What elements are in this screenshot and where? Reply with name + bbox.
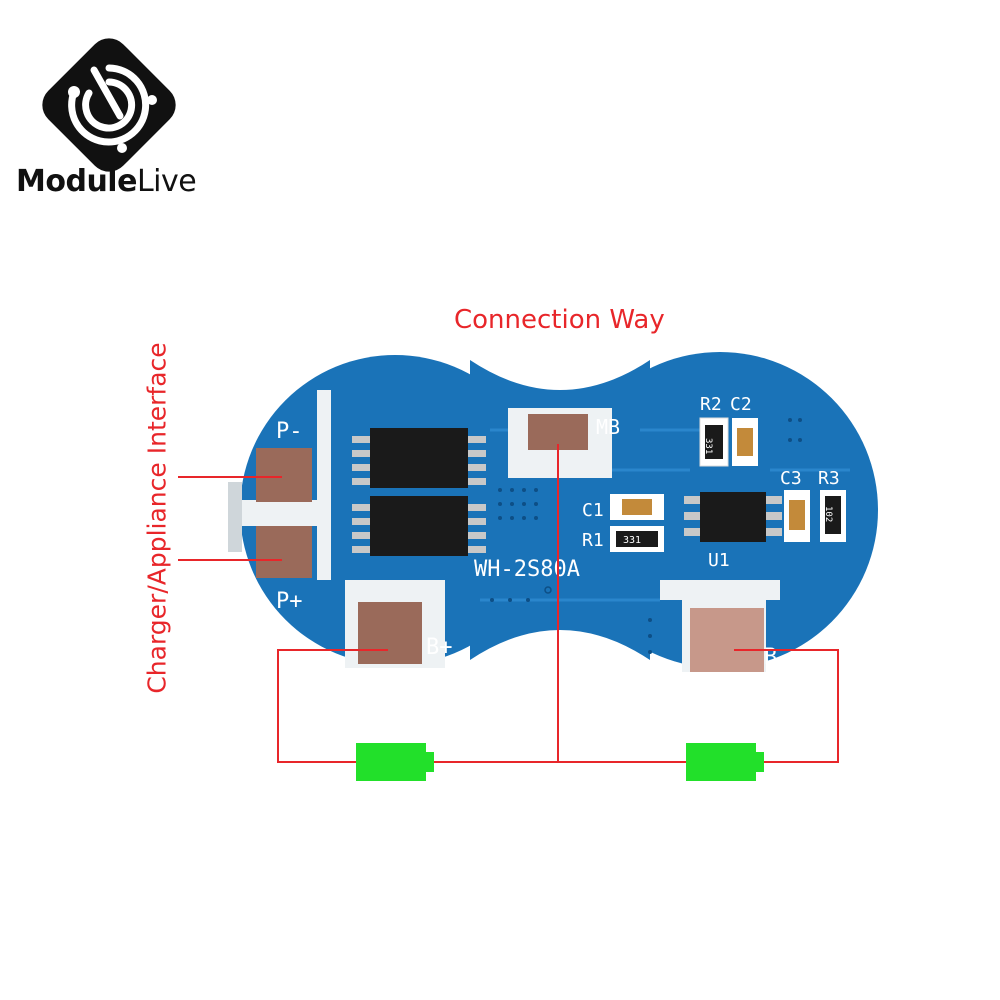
label-b-plus: B+ (426, 635, 453, 660)
r3-code: 102 (823, 506, 833, 522)
label-u1: U1 (708, 550, 730, 571)
label-r2: R2 (700, 394, 722, 415)
modulelive-logo-icon (42, 38, 176, 172)
label-c2: C2 (730, 394, 752, 415)
pad-b-minus (690, 608, 764, 672)
pad-p-plus (256, 526, 312, 578)
u1-chip (684, 492, 782, 542)
mosfet-chips (352, 428, 486, 556)
pad-p-minus (256, 448, 312, 502)
label-r1: R1 (582, 530, 604, 551)
r1-code: 331 (623, 535, 641, 546)
label-mb: MB (596, 415, 620, 439)
connection-wires (178, 444, 839, 763)
battery-cell-1 (356, 743, 434, 781)
charger-interface-label: Charger/Appliance Interface (142, 342, 172, 694)
brand-name-bold: Module (16, 164, 137, 199)
model-label: WH-2S80A (474, 557, 580, 582)
label-p-plus: P+ (276, 589, 303, 614)
diagram-title: Connection Way (454, 305, 665, 335)
label-b-minus: B- (764, 645, 791, 670)
label-c3: C3 (780, 468, 802, 489)
brand-wordmark: ModuleLive (16, 164, 197, 199)
label-c1: C1 (582, 500, 604, 521)
battery-cell-2 (686, 743, 764, 781)
label-r3: R3 (818, 468, 840, 489)
label-p-minus: P- (276, 419, 303, 444)
pad-b-plus (358, 602, 422, 664)
r2-code: 331 (703, 438, 713, 454)
smd-components (610, 417, 846, 552)
brand-name-light: Live (136, 164, 197, 199)
